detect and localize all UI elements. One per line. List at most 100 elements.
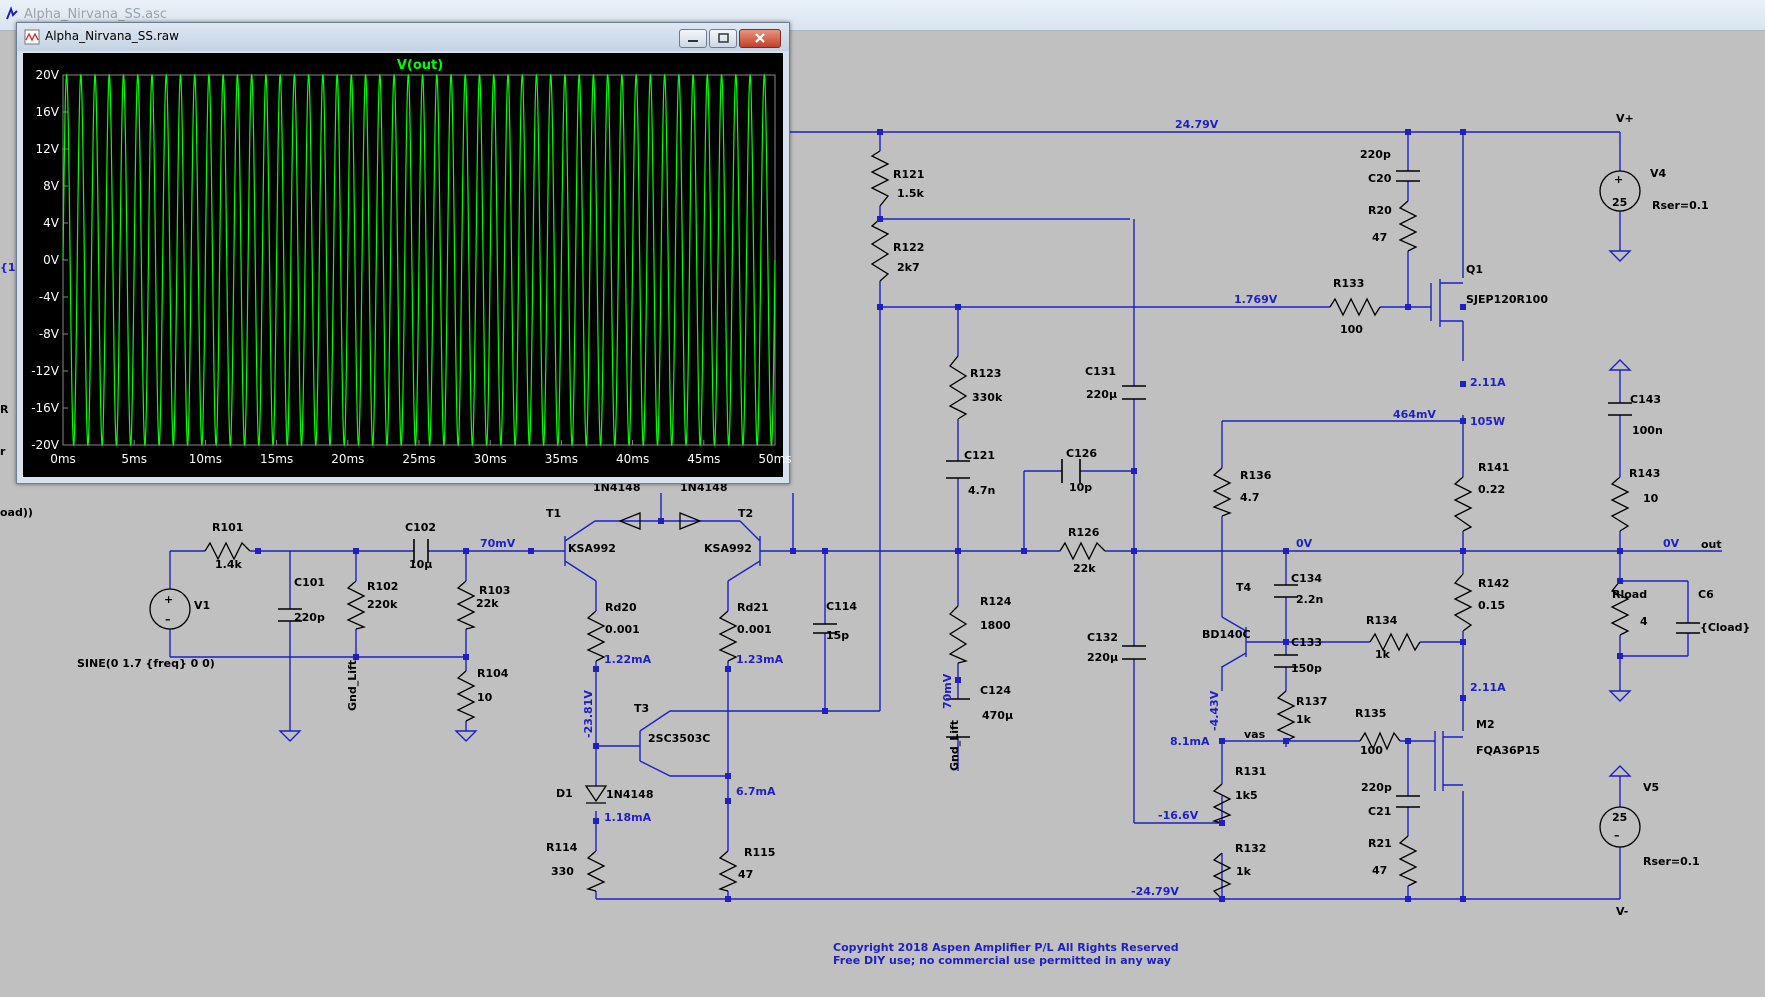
r115-ref: R115 — [744, 846, 775, 859]
svg-text:70mV: 70mV — [941, 673, 954, 709]
r115-val: 47 — [738, 868, 753, 881]
trace-vout — [62, 73, 776, 447]
svg-text:2.11A: 2.11A — [1470, 681, 1506, 694]
c134-ref: C134 — [1291, 572, 1322, 585]
minimize-button[interactable] — [679, 29, 707, 48]
y-tick-label: 20V — [36, 68, 60, 82]
c143-val: 100n — [1632, 424, 1663, 437]
svg-text:1.23mA: 1.23mA — [736, 653, 784, 666]
restore-icon — [718, 33, 729, 43]
r121-ref: R121 — [893, 168, 924, 181]
t1-ref: T1 — [546, 507, 561, 520]
m2-val: FQA36P15 — [1476, 744, 1540, 757]
svg-text:-4.43V: -4.43V — [1208, 690, 1221, 731]
x-tick-label: 15ms — [260, 452, 293, 466]
c143-ref: C143 — [1630, 393, 1661, 406]
r102-ref: R102 — [367, 580, 398, 593]
v1-val: SINE(0 1.7 {freq} 0 0) — [77, 657, 215, 670]
svg-text:70mV: 70mV — [480, 537, 516, 550]
y-tick-label: -8V — [39, 327, 60, 341]
r133-val: 100 — [1340, 323, 1363, 336]
waveform-window-title: Alpha_Nirvana_SS.raw — [45, 29, 179, 43]
x-tick-label: 30ms — [474, 452, 507, 466]
c133-val: 150p — [1291, 662, 1322, 675]
r122-val: 2k7 — [897, 261, 920, 274]
r101-ref: R101 — [212, 521, 243, 534]
c102-ref: C102 — [405, 521, 436, 534]
r101-val: 1.4k — [215, 558, 242, 571]
svg-text:8.1mA: 8.1mA — [1170, 735, 1210, 748]
r143-val: 10 — [1643, 492, 1659, 505]
waveform-plot[interactable]: V(out) 20V16V12V8V4V0V-4V-8V-12V-16V-20V… — [23, 53, 792, 477]
plot-title[interactable]: V(out) — [397, 58, 443, 73]
svg-text:1.22mA: 1.22mA — [604, 653, 652, 666]
v5-rser: Rser=0.1 — [1643, 855, 1700, 868]
r102-val: 220k — [367, 598, 398, 611]
r141-ref: R141 — [1478, 461, 1509, 474]
r114-val: 330 — [551, 865, 574, 878]
svg-text:–: – — [1614, 829, 1620, 842]
r137-ref: R137 — [1296, 695, 1327, 708]
r135-val: 100 — [1360, 744, 1383, 757]
r20-val: 47 — [1372, 231, 1387, 244]
r21-ref: R21 — [1368, 837, 1392, 850]
c132-ref: C132 — [1087, 631, 1118, 644]
partial-left-brace: {1 — [0, 261, 16, 274]
ltspice-app-icon — [6, 6, 18, 20]
svg-text:–: – — [165, 613, 171, 626]
q1-val: SJEP120R100 — [1466, 293, 1548, 306]
r134-val: 1k — [1375, 648, 1391, 661]
waveform-titlebar[interactable]: Alpha_Nirvana_SS.raw — [17, 23, 789, 51]
r142-val: 0.15 — [1478, 599, 1505, 612]
r103-val: 22k — [476, 597, 499, 610]
copyright-notice: Copyright 2018 Aspen Amplifier P/L All R… — [833, 941, 1179, 967]
d-right-val: 1N4148 — [680, 481, 727, 494]
capacitors — [278, 170, 1700, 808]
v4-rser: Rser=0.1 — [1652, 199, 1709, 212]
y-tick-label: 0V — [43, 253, 60, 267]
x-tick-label: 35ms — [545, 452, 578, 466]
x-tick-label: 25ms — [402, 452, 435, 466]
c21-ref: C21 — [1368, 805, 1391, 818]
c6-ref: C6 — [1698, 588, 1714, 601]
diodes — [584, 512, 702, 804]
svg-text:+: + — [1614, 173, 1623, 186]
d1-ref: D1 — [556, 787, 573, 800]
c133-ref: C133 — [1291, 636, 1322, 649]
c20-val: 220p — [1360, 148, 1391, 161]
copyright-line-2: Free DIY use; no commercial use permitte… — [833, 954, 1171, 967]
restore-button[interactable] — [709, 29, 737, 48]
c124-val: 470µ — [982, 709, 1013, 722]
m2-ref: M2 — [1476, 718, 1495, 731]
svg-text:-24.79V: -24.79V — [1131, 885, 1179, 898]
partial-left-load: oad)) — [0, 506, 33, 519]
c126-val: 10p — [1069, 481, 1092, 494]
c134-val: 2.2n — [1296, 593, 1323, 606]
c132-val: 220µ — [1087, 651, 1118, 664]
partial-left-r2: r — [0, 445, 6, 458]
svg-text:-23.81V: -23.81V — [582, 690, 595, 738]
r141-val: 0.22 — [1478, 483, 1505, 496]
svg-text:0V: 0V — [1663, 537, 1680, 550]
rd20-ref: Rd20 — [605, 601, 637, 614]
svg-text:24.79V: 24.79V — [1175, 118, 1219, 131]
t4-val: BD140C — [1202, 628, 1251, 641]
d-left-val: 1N4148 — [593, 481, 640, 494]
r132-ref: R132 — [1235, 842, 1266, 855]
close-icon — [755, 33, 765, 43]
copyright-line-1: Copyright 2018 Aspen Amplifier P/L All R… — [833, 941, 1179, 954]
t4-ref: T4 — [1236, 581, 1252, 594]
net-vminus: V- — [1616, 905, 1628, 918]
schematic-canvas[interactable]: +– +– R121 1.5k — [0, 31, 1765, 997]
x-tick-label: 0ms — [50, 452, 76, 466]
svg-text:6.7mA: 6.7mA — [736, 785, 776, 798]
x-tick-label: 10ms — [189, 452, 222, 466]
v1-ref: V1 — [194, 599, 210, 612]
x-tick-label: 45ms — [687, 452, 720, 466]
svg-text:1.18mA: 1.18mA — [604, 811, 652, 824]
c102-val: 10µ — [409, 558, 432, 571]
main-window-title: Alpha_Nirvana_SS.asc — [24, 7, 168, 22]
close-button[interactable] — [739, 29, 781, 48]
